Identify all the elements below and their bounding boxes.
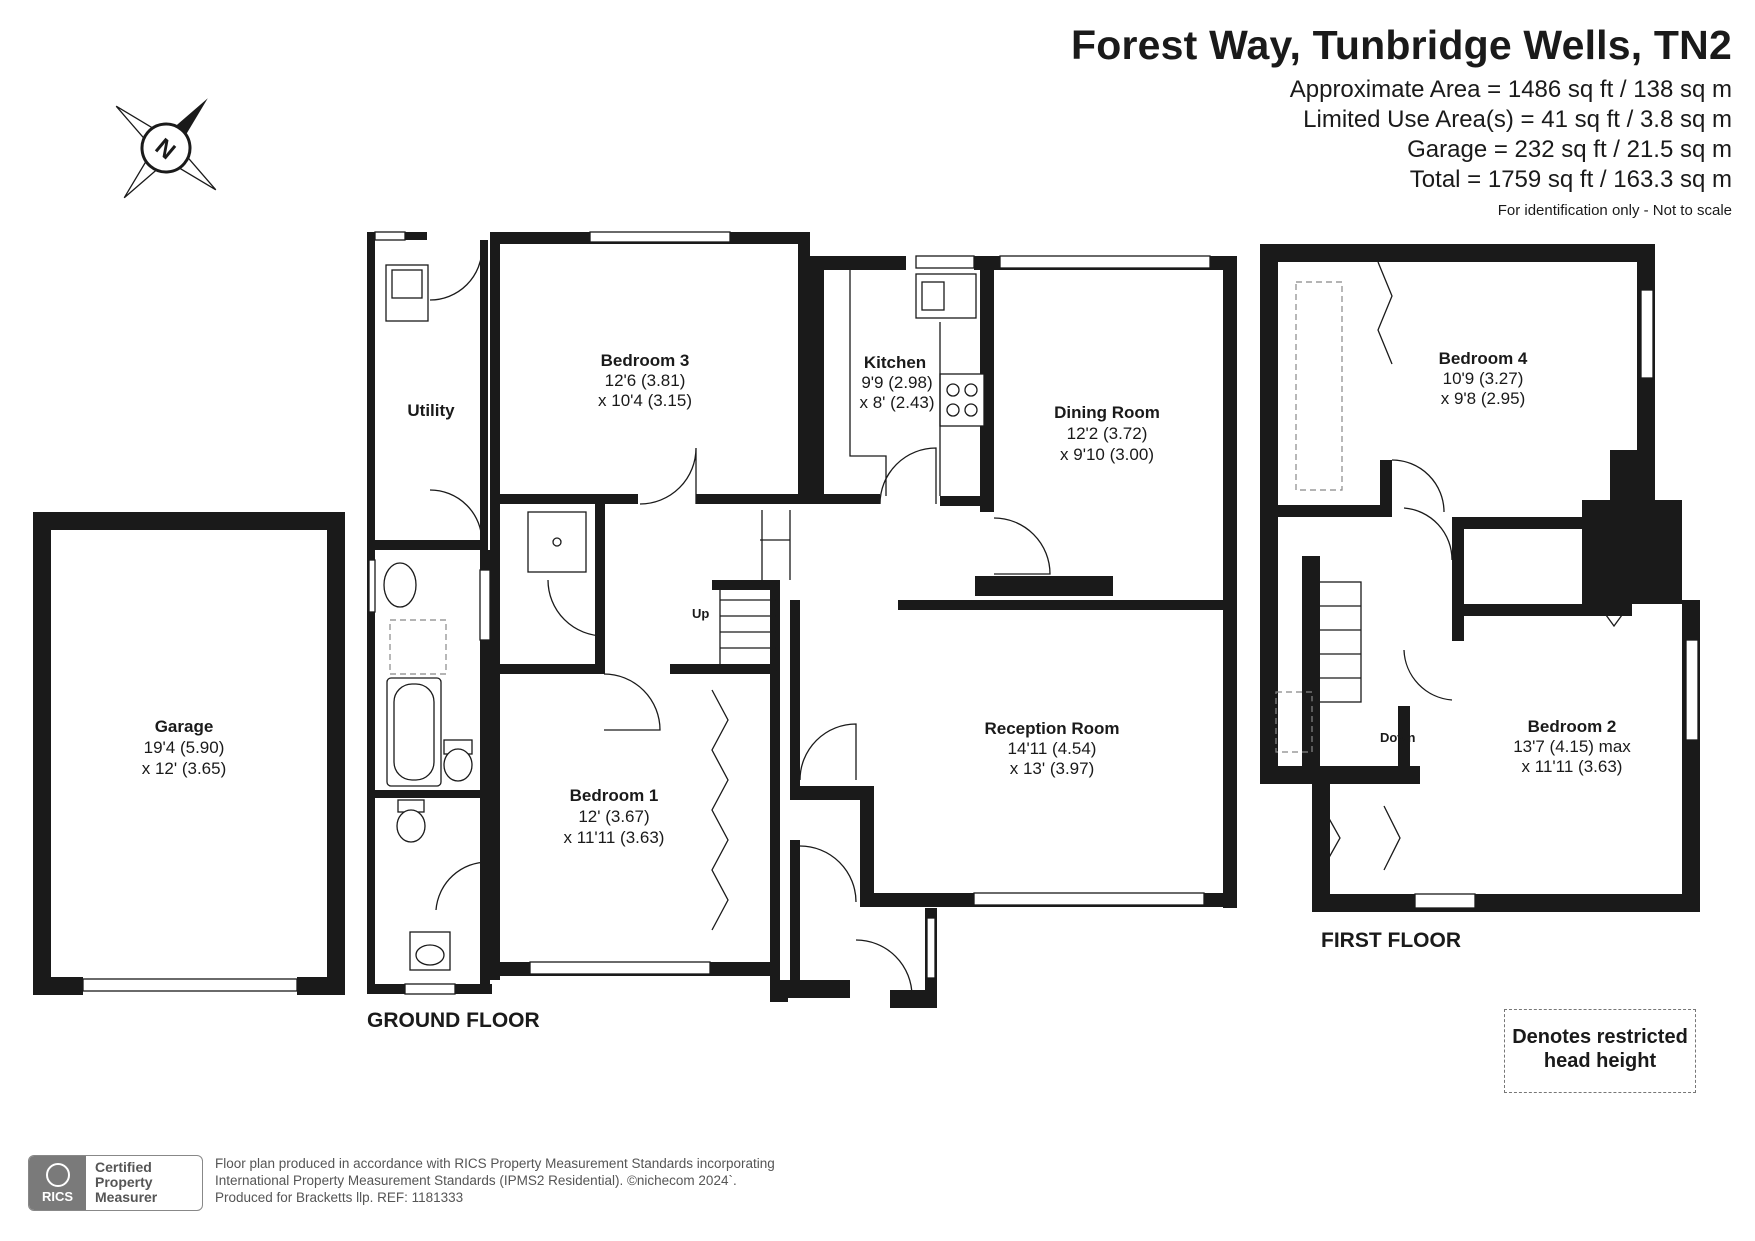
rics-badge: RICS Certified Property Measurer [28, 1155, 203, 1211]
compass-rose-icon [115, 98, 217, 199]
first-floor-label: FIRST FLOOR [1321, 929, 1461, 952]
bedroom3-dims-2: x 10'4 (3.15) [598, 391, 692, 410]
restricted-height-legend: Denotes restricted head height [1504, 1009, 1696, 1093]
legend-line-1: Denotes restricted [1512, 1026, 1688, 1048]
ground-floor-label: GROUND FLOOR [367, 1009, 540, 1032]
bedroom2-dims-1: 13'7 (4.15) max [1513, 737, 1631, 756]
bedroom1-dims-1: 12' (3.67) [578, 807, 649, 826]
rics-logo-text: RICS [41, 1189, 74, 1204]
area-garage: Garage = 232 sq ft / 21.5 sq m [1407, 136, 1732, 163]
footer-line-1: Floor plan produced in accordance with R… [215, 1156, 775, 1171]
garage [33, 512, 345, 995]
area-limited-use: Limited Use Area(s) = 41 sq ft / 3.8 sq … [1303, 106, 1732, 133]
dining-label: Dining Room [1054, 403, 1160, 422]
stairs-up-label: Up [692, 606, 709, 621]
bedroom4-dims-1: 10'9 (3.27) [1443, 369, 1524, 388]
ground-floor-walls [367, 231, 1237, 1008]
utility-label: Utility [407, 401, 455, 420]
badge-line-2: Property [95, 1174, 153, 1190]
scale-note: For identification only - Not to scale [1497, 202, 1732, 219]
stairs-down-label: Down [1380, 730, 1415, 745]
bedroom2-label: Bedroom 2 [1528, 717, 1617, 736]
bedroom4-dims-2: x 9'8 (2.95) [1441, 389, 1526, 408]
kitchen-dims-1: 9'9 (2.98) [861, 373, 932, 392]
footer-disclaimer: Floor plan produced in accordance with R… [215, 1155, 775, 1206]
reception-label: Reception Room [984, 719, 1119, 738]
area-approximate: Approximate Area = 1486 sq ft / 138 sq m [1289, 76, 1732, 103]
bedroom2-dims-2: x 11'11 (3.63) [1522, 757, 1623, 776]
garage-dims-2: x 12' (3.65) [142, 759, 227, 778]
reception-dims-1: 14'11 (4.54) [1008, 739, 1097, 758]
legend-line-2: head height [1543, 1050, 1657, 1072]
bedroom1-label: Bedroom 1 [570, 786, 659, 805]
dining-dims-1: 12'2 (3.72) [1067, 424, 1148, 443]
rics-emblem-icon [45, 1163, 70, 1187]
bedroom3-dims-1: 12'6 (3.81) [605, 371, 686, 390]
footer-line-2: International Property Measurement Stand… [215, 1173, 737, 1188]
footer-line-3: Produced for Bracketts llp. REF: 1181333 [215, 1190, 464, 1205]
badge-text: Certified Property Measurer [95, 1160, 157, 1205]
garage-label: Garage [155, 717, 214, 736]
bedroom1-dims-2: x 11'11 (3.63) [564, 828, 665, 847]
kitchen-label: Kitchen [864, 353, 926, 372]
page-title: Forest Way, Tunbridge Wells, TN2 [1071, 22, 1732, 68]
kitchen-dims-2: x 8' (2.43) [859, 393, 934, 412]
ground-floor-fixtures [383, 247, 1051, 997]
bedroom3-label: Bedroom 3 [601, 351, 690, 370]
rics-logo: RICS [29, 1156, 86, 1210]
area-total: Total = 1759 sq ft / 163.3 sq m [1409, 166, 1732, 193]
badge-line-3: Measurer [95, 1189, 158, 1205]
first-floor-walls [1260, 244, 1700, 912]
bedroom4-label: Bedroom 4 [1439, 349, 1528, 368]
dining-dims-2: x 9'10 (3.00) [1060, 445, 1154, 464]
badge-line-1: Certified [95, 1159, 152, 1175]
garage-dims-1: 19'4 (5.90) [144, 738, 225, 757]
reception-dims-2: x 13' (3.97) [1010, 759, 1095, 778]
header: Forest Way, Tunbridge Wells, TN2 Approxi… [1071, 22, 1732, 219]
first-floor-fixtures [1275, 261, 1631, 871]
